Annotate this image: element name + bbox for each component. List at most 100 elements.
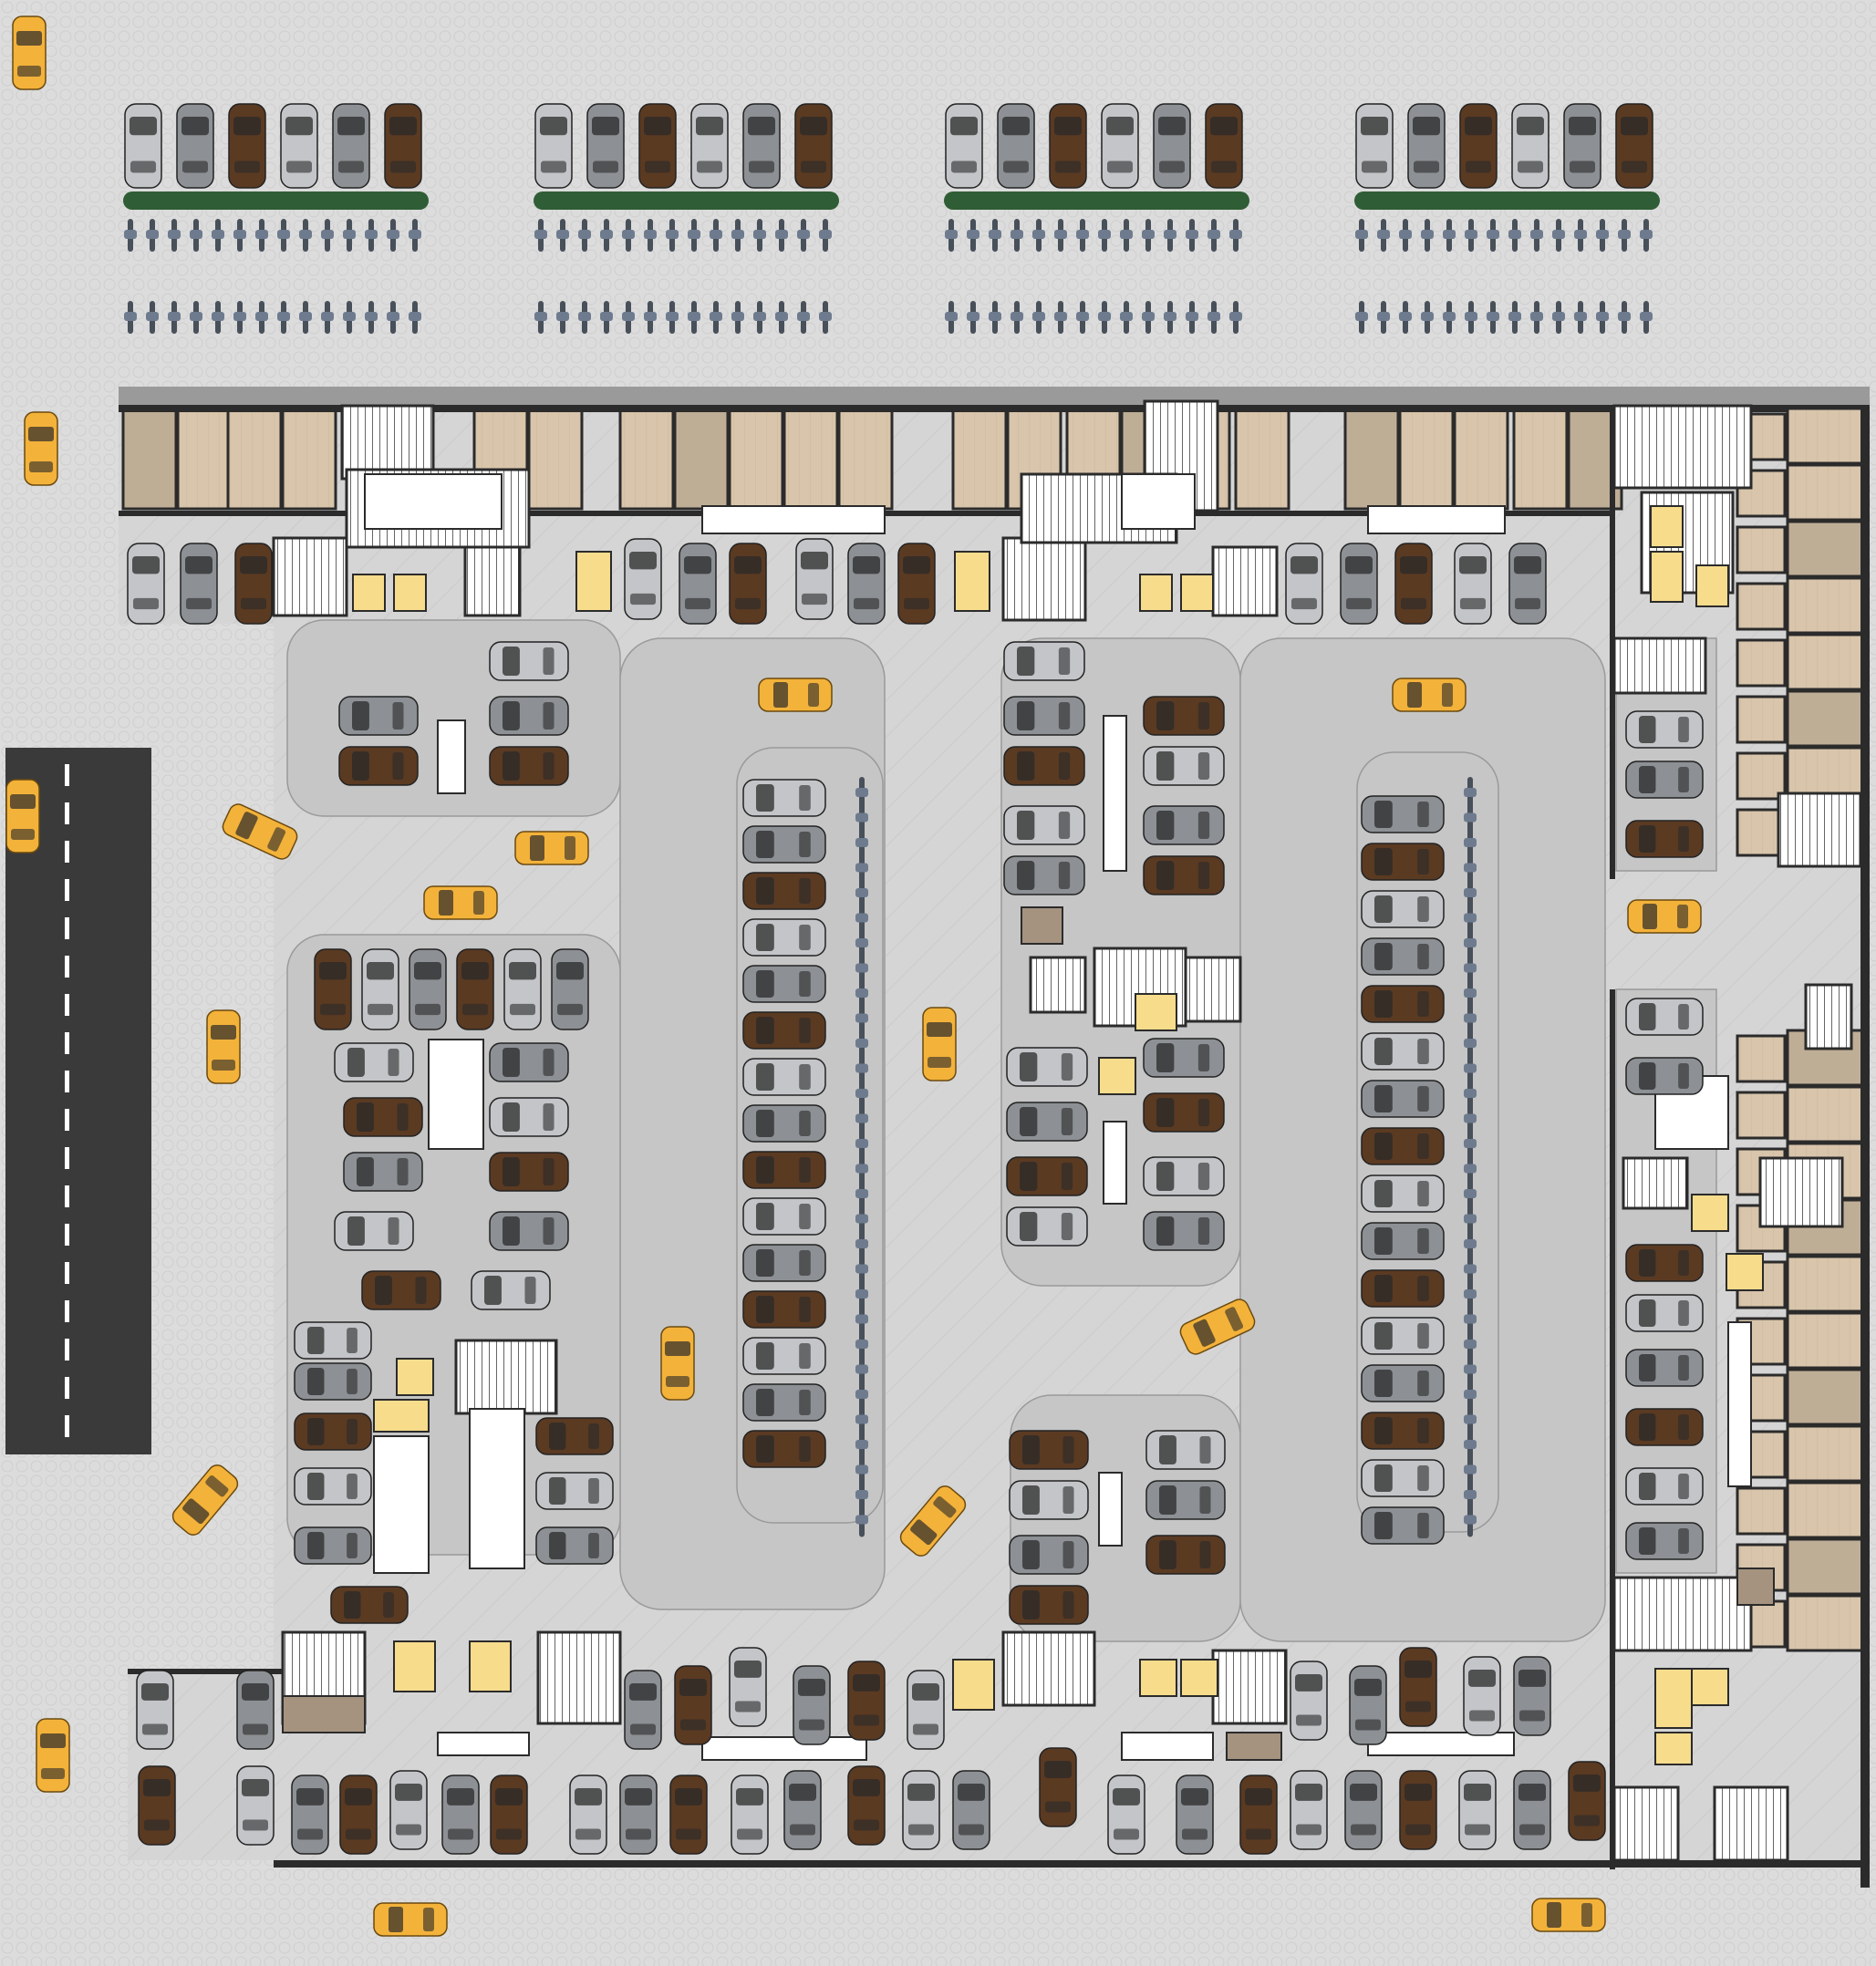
room	[1736, 1091, 1787, 1140]
road-marking	[65, 879, 69, 901]
motorcycle-icon	[1640, 301, 1653, 334]
yellow-block	[1654, 1668, 1693, 1729]
car-icon	[1006, 1102, 1088, 1142]
room	[1786, 1537, 1864, 1596]
taxi-icon	[1392, 678, 1467, 712]
car-icon	[535, 1472, 614, 1510]
motorcycle-icon	[1421, 301, 1434, 334]
staircase-icon	[1612, 1785, 1680, 1862]
car-icon	[334, 1042, 414, 1082]
car-icon	[338, 746, 419, 786]
motorcycle-icon	[1142, 219, 1155, 252]
car-icon	[742, 1430, 826, 1468]
motorcycle-icon	[1618, 219, 1631, 252]
car-icon	[1399, 1647, 1437, 1727]
elevator-icon	[1367, 1732, 1515, 1756]
car-icon	[535, 1417, 614, 1455]
motorcycle-icon	[321, 301, 334, 334]
motorcycle-icon	[299, 219, 312, 252]
car-icon	[729, 543, 767, 625]
motorcycle-icon	[855, 1102, 868, 1136]
car-icon	[294, 1321, 372, 1360]
car-icon	[1361, 795, 1445, 833]
motorcycle-icon	[365, 301, 378, 334]
room	[1786, 463, 1864, 522]
car-icon	[389, 1770, 428, 1850]
motorcycle-icon	[1207, 219, 1220, 252]
hedge	[1354, 191, 1660, 210]
motorcycle-icon	[1054, 301, 1067, 334]
car-icon	[742, 1058, 826, 1096]
motorcycle-icon	[1464, 827, 1477, 860]
motorcycle-icon	[819, 301, 832, 334]
room	[1786, 1481, 1864, 1539]
car-icon	[1006, 1206, 1088, 1247]
car-icon	[534, 103, 573, 189]
motorcycle-icon	[1229, 219, 1242, 252]
car-icon	[1285, 543, 1323, 625]
car-icon	[1361, 985, 1445, 1023]
car-icon	[586, 103, 625, 189]
room	[837, 407, 894, 511]
car-icon	[1143, 1156, 1225, 1196]
motorcycle-icon	[775, 301, 788, 334]
taxi-icon	[222, 803, 298, 860]
car-icon	[1394, 543, 1433, 625]
motorcycle-icon	[1530, 301, 1543, 334]
elevator-icon	[1367, 505, 1506, 534]
yellow-block	[1139, 1659, 1177, 1697]
car-icon	[1513, 1770, 1551, 1850]
car-icon	[1563, 103, 1601, 189]
road-marking	[65, 1415, 69, 1437]
car-icon	[1003, 805, 1085, 845]
road-marking	[65, 994, 69, 1016]
car-icon	[1145, 1480, 1226, 1520]
staircase-icon	[1001, 536, 1087, 622]
yellow-block	[1180, 1659, 1218, 1697]
elevator-icon	[1121, 1732, 1214, 1761]
car-icon	[794, 103, 833, 189]
motorcycle-icon	[1076, 219, 1089, 252]
car-icon	[1143, 855, 1225, 895]
car-icon	[569, 1775, 607, 1855]
motorcycle-icon	[1355, 301, 1368, 334]
car-icon	[1625, 820, 1704, 858]
car-icon	[1003, 855, 1085, 895]
car-icon	[1290, 1661, 1328, 1741]
motorcycle-icon	[1487, 301, 1499, 334]
room	[1736, 695, 1787, 744]
staircase-icon	[1612, 636, 1707, 695]
taxi-icon	[922, 1007, 957, 1081]
motorcycle-icon	[277, 219, 290, 252]
staircase-icon	[1029, 956, 1087, 1014]
room	[1736, 638, 1787, 688]
motorcycle-icon	[855, 1228, 868, 1261]
taxi-icon	[423, 885, 498, 920]
motorcycle-icon	[710, 219, 722, 252]
motorcycle-parking	[124, 219, 1653, 1537]
car-icon	[1361, 1459, 1445, 1497]
motorcycle-icon	[409, 301, 421, 334]
motorcycle-icon	[855, 1504, 868, 1537]
car-icon	[742, 918, 826, 957]
car-icon	[1625, 1467, 1704, 1506]
car-icon	[339, 1775, 378, 1855]
motorcycle-icon	[600, 301, 613, 334]
motorcycle-icon	[534, 301, 547, 334]
motorcycle-icon	[989, 219, 1001, 252]
car-icon	[742, 1197, 826, 1236]
road-marking	[65, 1109, 69, 1131]
room	[728, 407, 784, 511]
motorcycle-icon	[1399, 301, 1412, 334]
motorcycle-icon	[1011, 219, 1023, 252]
motorcycle-icon	[1464, 1303, 1477, 1337]
car-icon	[503, 948, 542, 1030]
room	[1736, 525, 1787, 574]
yellow-block	[1098, 1057, 1136, 1095]
car-icon	[1143, 805, 1225, 845]
storage-room	[1226, 1732, 1282, 1761]
car-icon	[1049, 103, 1087, 189]
car-icon	[343, 1152, 423, 1192]
car-icon	[1625, 761, 1704, 799]
elevator-icon	[701, 505, 886, 534]
